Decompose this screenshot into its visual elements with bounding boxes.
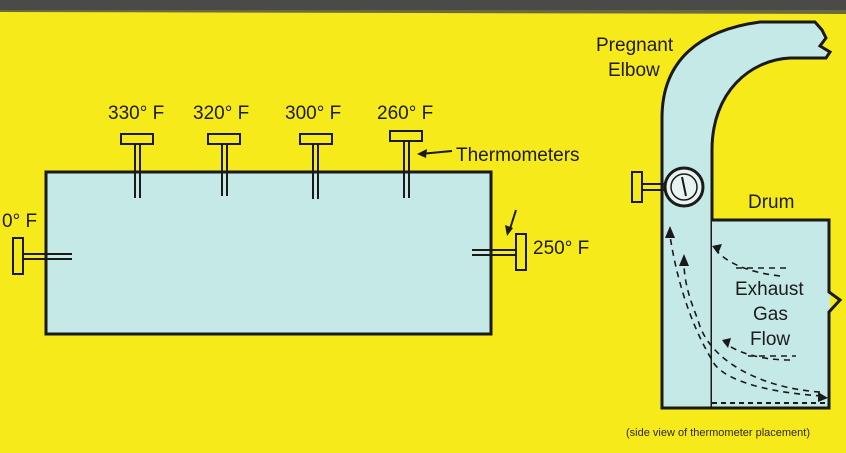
top-photo-strip [0, 0, 846, 10]
thermometer-icon [299, 133, 333, 199]
drum-label: Drum [748, 192, 795, 213]
elbow-label-line2: Elbow [608, 60, 660, 81]
side-view-caption: (side view of thermometer placement) [626, 427, 811, 439]
thermometer-icon [389, 130, 423, 198]
thermometer-reading-3: 300° F [285, 103, 342, 124]
dial-gauge-icon [631, 166, 705, 208]
flow-label-line1: Exhaust [735, 279, 804, 300]
drum-vessel [44, 170, 493, 336]
left-reading: 0° F [2, 211, 38, 232]
thermometer-icon [472, 233, 527, 271]
flow-label-line2: Gas [753, 304, 788, 325]
thermometer-icon [12, 237, 72, 275]
exhaust-flow-arrowheads [665, 226, 828, 402]
thermometer-icon [207, 133, 241, 196]
right-reading: 250° F [533, 238, 590, 259]
thermometer-reading-4: 260° F [377, 103, 434, 124]
thermometer-reading-1: 330° F [108, 103, 165, 124]
pregnant-elbow-pipe [660, 20, 833, 410]
thermometers-label: Thermometers [456, 145, 580, 166]
drum-side-outline [712, 218, 843, 410]
elbow-label-line1: Pregnant [596, 35, 674, 56]
arrow-icon [417, 149, 453, 158]
top-photo-strip-edge [0, 10, 846, 14]
thermometer-reading-2: 320° F [193, 103, 250, 124]
thermometer-icon [120, 133, 154, 198]
flow-label-line3: Flow [750, 329, 791, 350]
arrow-icon [505, 209, 517, 236]
exhaust-flow-arrows [669, 235, 823, 397]
